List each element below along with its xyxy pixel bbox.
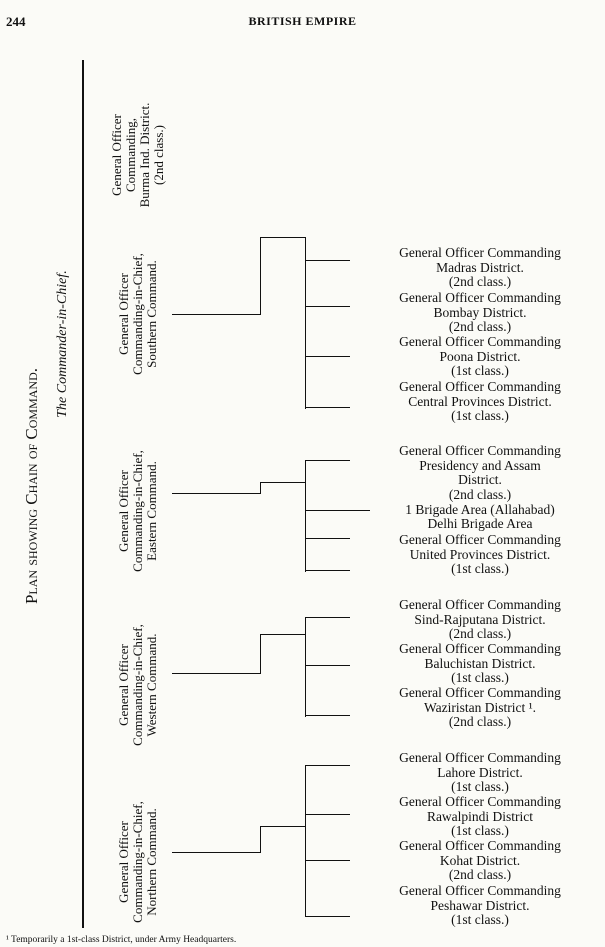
eastern-riser <box>260 482 262 494</box>
brigade-delhi: Delhi Brigade Area <box>427 516 533 531</box>
western-stem <box>172 673 260 675</box>
footnote: ¹ Temporarily a 1st-class District, unde… <box>6 935 237 945</box>
running-head: BRITISH EMPIRE <box>248 14 357 28</box>
southern-tick <box>305 356 350 358</box>
eastern-tick <box>305 510 370 512</box>
eastern-top <box>260 482 306 484</box>
southern-tick <box>305 306 350 308</box>
brigade-allahabad: 1 Brigade Area (Allahabad) <box>405 502 555 517</box>
eastern-bracket <box>305 460 307 572</box>
northern-bracket <box>305 765 307 917</box>
southern-bracket <box>305 237 307 409</box>
southern-stem <box>172 314 260 316</box>
eastern-tick <box>305 460 350 462</box>
western-riser <box>260 634 262 674</box>
page-number: 244 <box>6 14 26 29</box>
northern-tick <box>305 916 350 918</box>
western-tick <box>305 715 350 717</box>
northern-tick <box>305 765 350 767</box>
southern-tick <box>305 260 350 262</box>
western-tick <box>305 617 350 619</box>
northern-tick <box>305 860 350 862</box>
southern-tick <box>305 407 350 409</box>
western-tick <box>305 665 350 667</box>
western-top <box>260 634 306 636</box>
eastern-stem <box>172 493 260 495</box>
southern-riser <box>260 237 262 315</box>
northern-tick <box>305 814 350 816</box>
eastern-tick <box>305 570 350 572</box>
northern-riser <box>260 826 262 853</box>
chart-title: Plan showing Chain of Command. <box>22 367 41 605</box>
northern-top <box>260 826 306 828</box>
southern-top <box>260 237 306 239</box>
eastern-tick <box>305 538 350 540</box>
main-bracket-line <box>82 60 84 928</box>
western-bracket <box>305 617 307 717</box>
commander-in-chief-heading: The Commander-in-Chief. <box>55 270 70 418</box>
northern-stem <box>172 852 260 854</box>
